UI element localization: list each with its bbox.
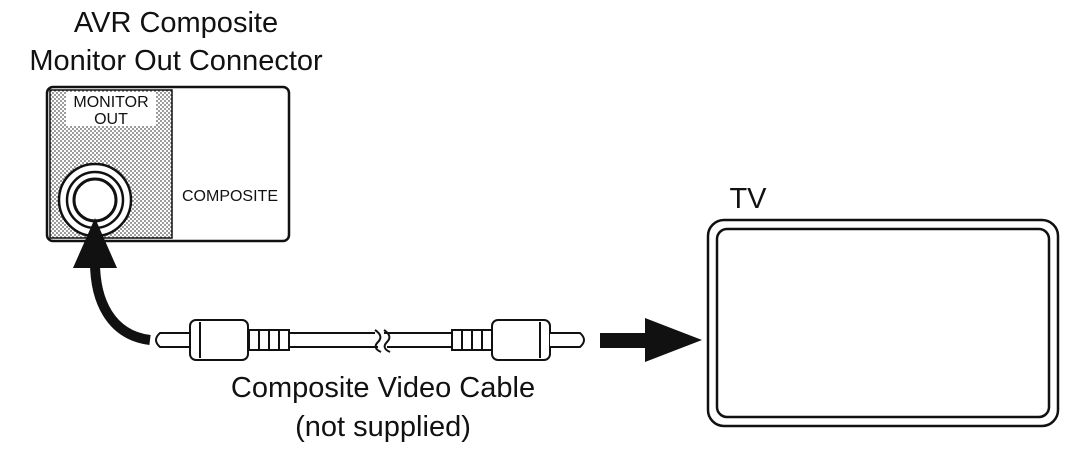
monitor-out-label-bg	[66, 92, 156, 126]
monitor-out-label-line2: OUT	[94, 111, 128, 128]
composite-cable-icon	[155, 319, 585, 361]
curved-arrow-icon	[73, 218, 151, 345]
cable-label-line2: (not supplied)	[295, 411, 471, 443]
composite-jack-label: COMPOSITE	[182, 188, 278, 205]
rca-jack-icon	[57, 162, 133, 238]
tv-screen-icon	[706, 218, 1060, 428]
tv-label: TV	[729, 183, 767, 215]
cable-label-line1: Composite Video Cable	[231, 372, 535, 404]
right-arrow-icon	[600, 318, 702, 362]
avr-title-line1: AVR Composite	[74, 7, 278, 39]
avr-title-line2: Monitor Out Connector	[29, 45, 323, 77]
monitor-out-label-line1: MONITOR	[73, 94, 148, 111]
avr-connector-panel: MONITOR OUT COMPOSITE	[45, 85, 291, 243]
